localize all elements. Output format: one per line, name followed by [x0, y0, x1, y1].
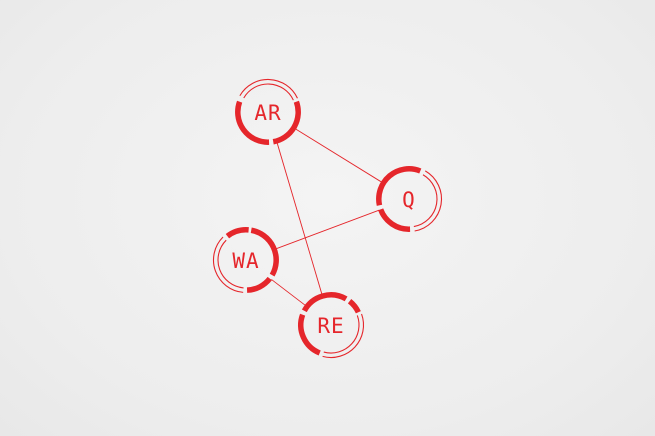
node-wa-ring — [213, 227, 279, 293]
node-wa: WA — [213, 227, 279, 293]
node-re-ring — [298, 292, 364, 359]
connection-lines — [271, 128, 383, 306]
node-re-ring-thin-1 — [322, 313, 364, 359]
node-q-ring — [376, 166, 443, 232]
node-re-ring-thin-0 — [323, 315, 360, 354]
connection-line-wa-re — [271, 279, 306, 306]
node-wa-ring-segment-2 — [225, 227, 249, 239]
node-q-label: Q — [402, 188, 416, 212]
node-re: RE — [298, 292, 364, 359]
node-wa-ring-segment-0 — [250, 227, 279, 277]
connection-line-ar-re — [276, 142, 323, 295]
node-q: Q — [376, 166, 443, 232]
node-re-ring-segment-1 — [301, 292, 348, 313]
node-q-ring-thin-1 — [414, 170, 443, 232]
node-q-ring-thin-0 — [413, 174, 438, 228]
connection-line-q-wa — [275, 209, 380, 250]
node-ar-ring-thin-1 — [239, 78, 298, 99]
node-wa-ring-segment-1 — [246, 276, 272, 293]
connection-line-ar-q — [294, 128, 383, 183]
node-wa-ring-thin-0 — [217, 239, 244, 289]
node-re-ring-segment-0 — [298, 313, 321, 356]
node-ar-label: AR — [254, 101, 281, 125]
node-q-ring-segment-0 — [378, 208, 411, 232]
node-wa-ring-thin-1 — [213, 236, 244, 293]
nodes-group: AR Q WA RE — [213, 78, 443, 359]
node-wa-label: WA — [232, 249, 259, 273]
node-re-label: RE — [317, 314, 344, 338]
node-ar-ring — [235, 78, 301, 145]
node-ar: AR — [235, 78, 301, 145]
node-re-ring-segment-2 — [347, 299, 361, 314]
node-q-ring-segment-1 — [376, 166, 422, 206]
node-ar-ring-segment-1 — [235, 100, 270, 145]
node-ar-ring-thin-0 — [243, 83, 294, 101]
node-ar-ring-segment-0 — [272, 100, 301, 145]
